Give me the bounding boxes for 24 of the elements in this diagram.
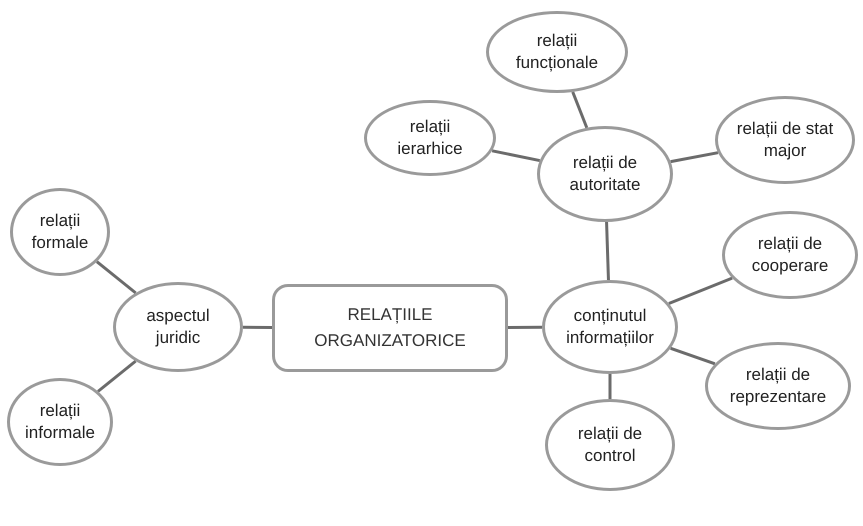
node-label: relații de control: [576, 423, 644, 467]
node-label: relații de reprezentare: [728, 364, 828, 408]
connector-line: [492, 149, 540, 162]
node-label: relații ierarhice: [396, 116, 464, 160]
node-label: relații informale: [24, 400, 96, 444]
connector-line: [668, 276, 733, 305]
connector-line: [571, 91, 588, 128]
node-label: relații de cooperare: [750, 233, 830, 277]
central-box: [272, 284, 508, 372]
node-label: RELAȚIILE ORGANIZATORICE: [313, 304, 467, 352]
node-label: relații formale: [30, 210, 90, 254]
node-label: conținutul informațiilor: [565, 305, 655, 349]
connector-line: [670, 346, 716, 366]
node-label: relații de autoritate: [568, 152, 642, 196]
connector-line: [608, 374, 612, 399]
connector-line: [508, 326, 542, 329]
node-label: relații funcționale: [514, 30, 600, 74]
connector-line: [605, 222, 610, 280]
connector-line: [96, 260, 137, 294]
node-label: relații de stat major: [736, 118, 834, 162]
connector-line: [242, 326, 272, 329]
connector-line: [670, 151, 718, 164]
connector-line: [97, 360, 137, 393]
node-label: aspectul juridic: [145, 305, 211, 349]
